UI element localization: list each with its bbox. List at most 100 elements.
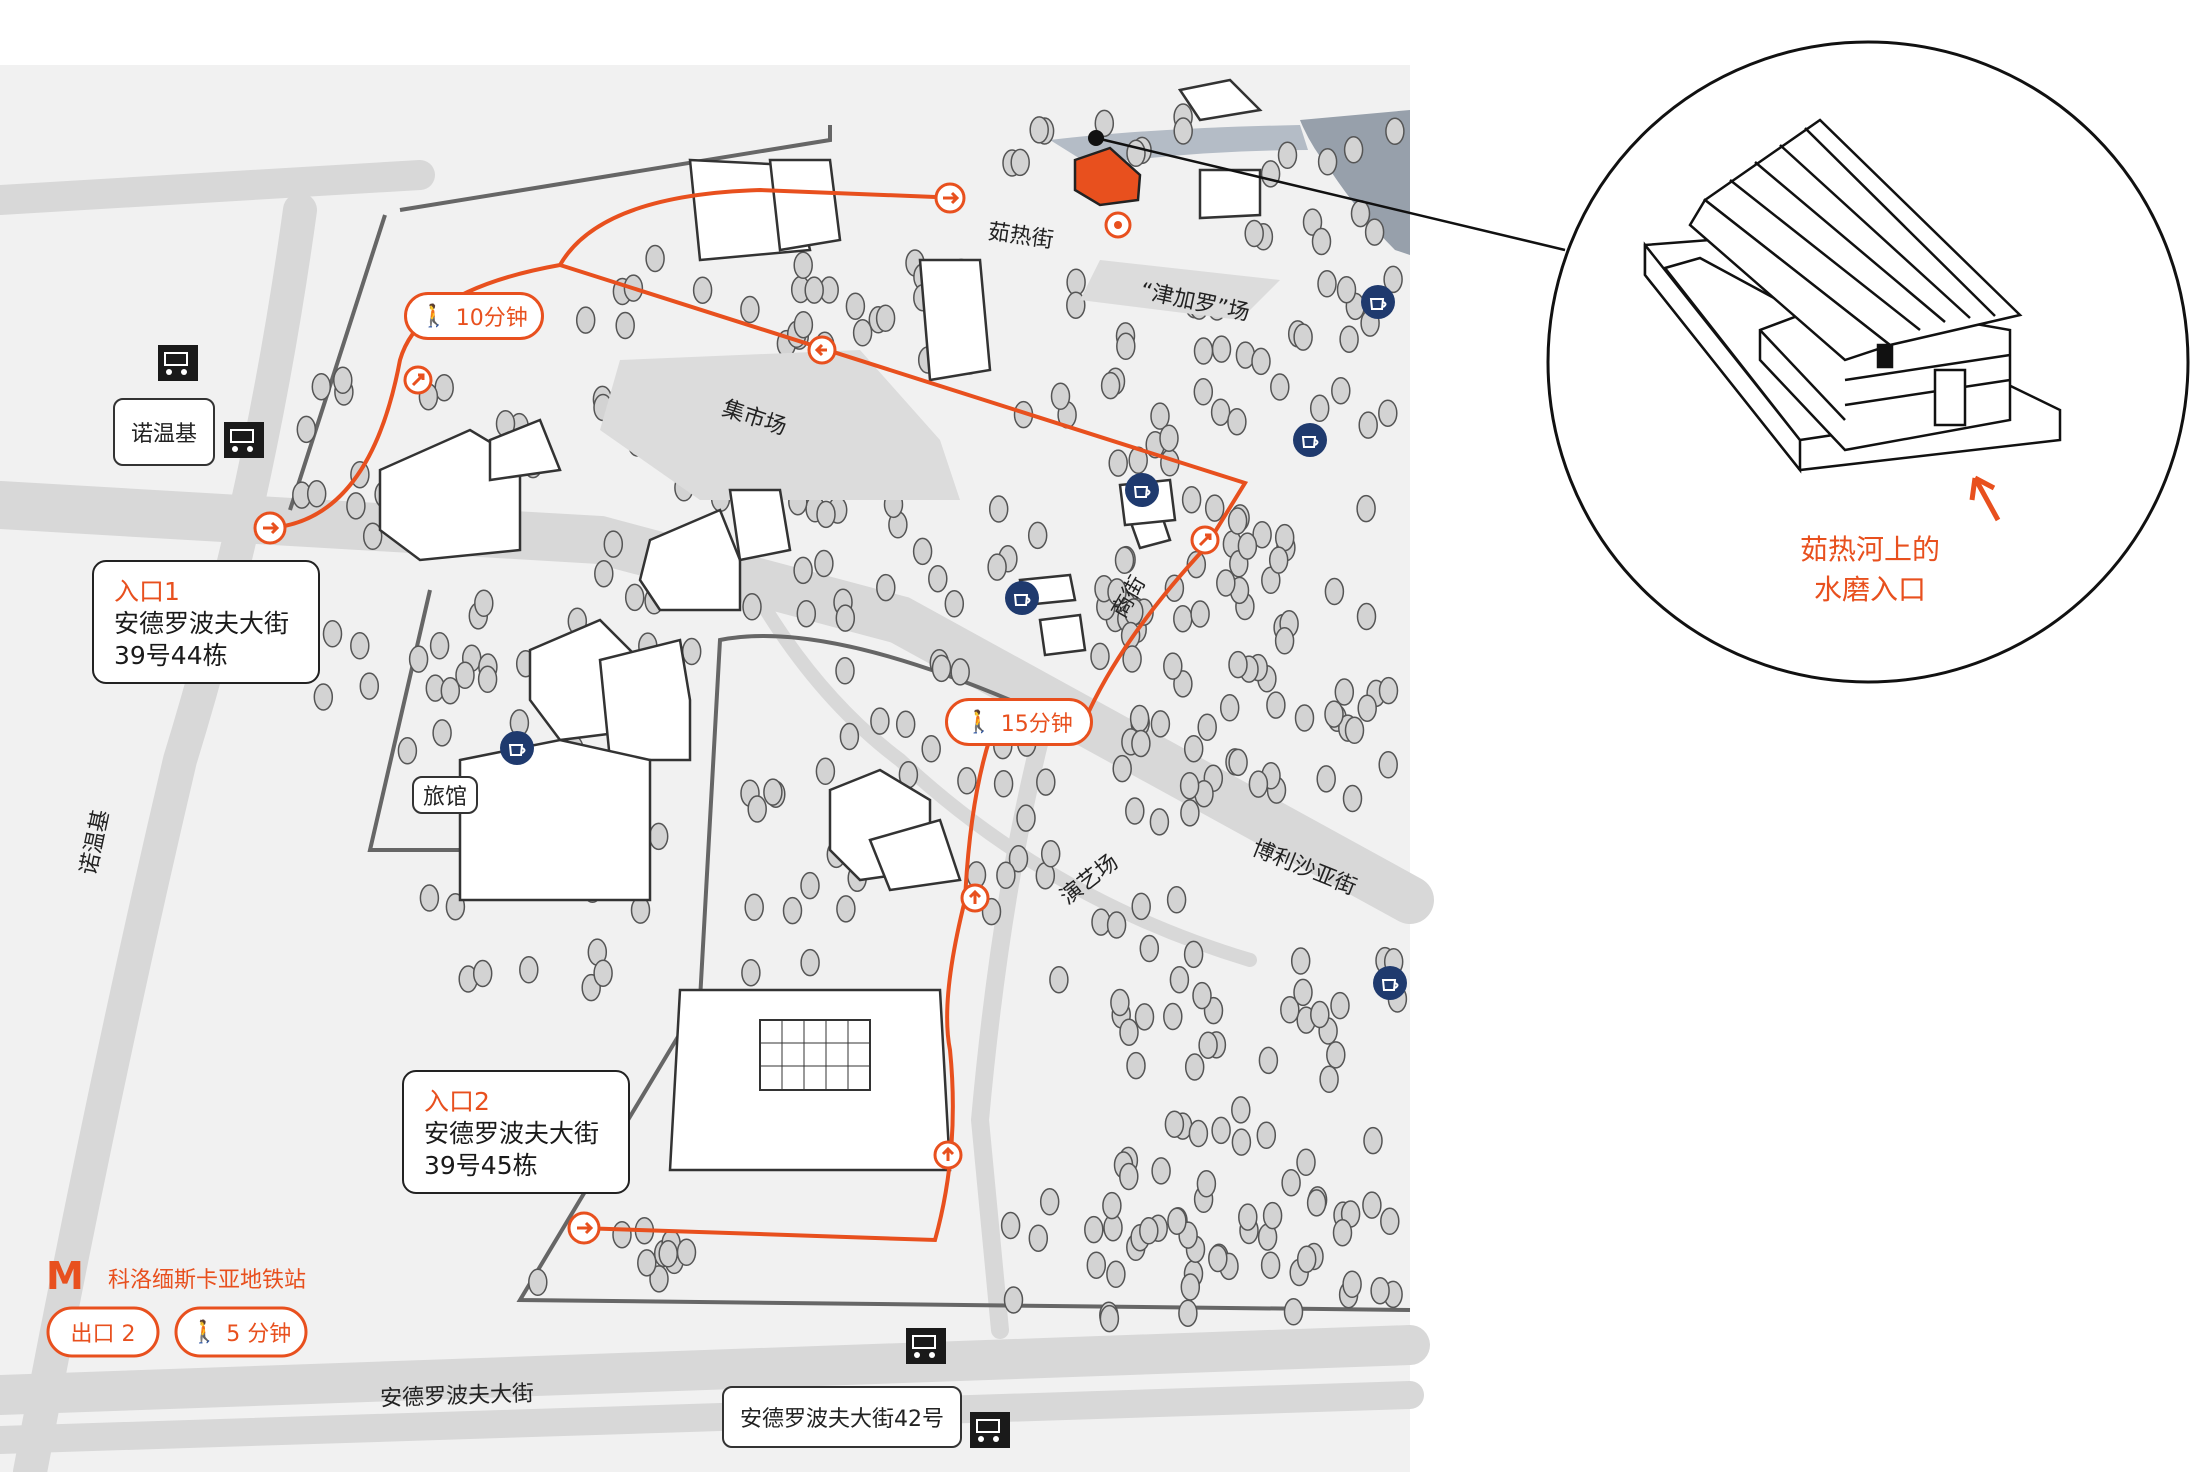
tree (397, 737, 418, 765)
tree (1180, 1273, 1201, 1301)
tree (1116, 332, 1136, 361)
pointer-arrow-icon (1969, 475, 2001, 522)
cafe-icon (1293, 423, 1327, 457)
metro-exit-label: 出口 2 (70, 1322, 136, 1347)
tree (1211, 1116, 1231, 1145)
tree (1350, 199, 1371, 228)
tree (1163, 1002, 1183, 1031)
tree (1324, 577, 1345, 606)
tree (1125, 797, 1145, 825)
bus-icon (906, 1328, 946, 1364)
tree (1204, 494, 1225, 522)
tree (1211, 335, 1232, 363)
tree (474, 589, 494, 618)
tree (1193, 378, 1214, 406)
tree (1362, 1191, 1382, 1219)
tree (1029, 116, 1049, 144)
tree (624, 583, 645, 612)
cafe-icon (1373, 966, 1407, 1000)
route-arrow-icons (253, 182, 1220, 1245)
hotel-label-box[interactable]: 旅馆 (412, 776, 478, 814)
tree (1150, 402, 1170, 430)
tree (359, 672, 380, 700)
tree (1164, 574, 1185, 602)
tree (615, 311, 635, 340)
tree (1342, 784, 1363, 813)
tree (1343, 136, 1364, 164)
skylight-grid (760, 1020, 870, 1090)
tree (1119, 1018, 1139, 1046)
tree (1244, 219, 1264, 248)
tree (1332, 1218, 1353, 1247)
tree (815, 757, 836, 786)
tree (921, 735, 941, 763)
metro-station-name: 科洛缅斯卡亚地铁站 (108, 1268, 307, 1293)
tree (1251, 347, 1271, 376)
tree (1309, 394, 1330, 423)
tree (1363, 1126, 1383, 1155)
tree (1317, 148, 1338, 176)
cafe-icons (500, 285, 1407, 1000)
nuowenji-label: 诺温基 (130, 422, 197, 447)
entrance-2-title: 入口2 (424, 1087, 490, 1116)
entrance-2-number: 39号45栋 (424, 1151, 538, 1180)
tree (306, 480, 327, 508)
tree (1108, 449, 1128, 477)
walk-icon: 🚶 (190, 1319, 219, 1345)
entrance-2-callout[interactable]: 入口2 安德罗波夫大街 39号45栋 (402, 1070, 630, 1194)
tree (1188, 1119, 1209, 1148)
bus-stop-42-box[interactable]: 安德罗波夫大街42号 (722, 1386, 962, 1448)
tree (1178, 1299, 1198, 1327)
walk-10-label: 10分钟 (455, 306, 528, 331)
nuowenji-bus-stop-box[interactable]: 诺温基 (113, 398, 215, 466)
tree (575, 306, 596, 334)
tree (1180, 799, 1200, 827)
tree (793, 251, 813, 280)
tree (676, 1238, 697, 1267)
tree (804, 276, 824, 304)
tree (1248, 770, 1269, 798)
tree (763, 778, 783, 806)
tree (1227, 407, 1247, 436)
tree (1293, 323, 1313, 351)
tree (1358, 411, 1378, 439)
entrance-1-callout[interactable]: 入口1 安德罗波夫大街 39号44栋 (92, 560, 320, 684)
tree (793, 556, 813, 585)
tree (1036, 768, 1056, 796)
tree (1112, 754, 1132, 783)
tree (1183, 734, 1204, 763)
tree (747, 795, 767, 823)
tree (1262, 1201, 1283, 1230)
tree (1266, 691, 1286, 719)
water-mill-marker[interactable] (1073, 146, 1142, 207)
metro-walk-pill-bg (174, 1306, 308, 1358)
tree (1139, 1217, 1159, 1245)
tree (1231, 1128, 1252, 1156)
tree (1258, 1046, 1279, 1075)
tree (1183, 940, 1204, 969)
tree (1330, 991, 1350, 1020)
tree (1370, 1276, 1390, 1305)
tree (1126, 139, 1146, 168)
tree (814, 549, 834, 578)
tree (912, 537, 933, 566)
tree (313, 683, 334, 711)
tree (1256, 1121, 1277, 1150)
tree (796, 599, 817, 628)
tree (1219, 694, 1240, 722)
tree (1119, 1162, 1139, 1191)
tree (1378, 751, 1398, 779)
tree (1184, 1053, 1205, 1081)
tree (793, 310, 814, 339)
tree (1084, 1215, 1104, 1244)
walk-10-pill: 🚶 10分钟 (404, 292, 544, 340)
tree (1198, 1031, 1218, 1059)
tree (1364, 218, 1385, 246)
hotel-label: 旅馆 (422, 785, 467, 810)
tree (1238, 1203, 1258, 1231)
tree (1106, 1260, 1126, 1289)
leader-dot (1088, 130, 1104, 146)
museum-skylight (759, 1019, 871, 1091)
tree (1342, 1270, 1362, 1299)
tree (1122, 645, 1142, 673)
